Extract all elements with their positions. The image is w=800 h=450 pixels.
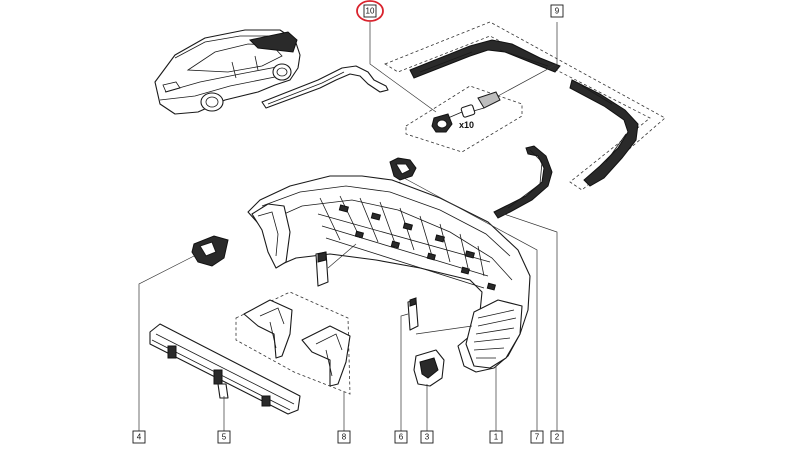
callout-label-10: 10	[366, 7, 375, 16]
bracket-part-7	[389, 157, 417, 189]
quantity-label: x10	[459, 120, 474, 130]
callout-10: 10	[356, 0, 384, 22]
clip-part-6	[407, 297, 419, 331]
bumper-part-1	[247, 175, 531, 373]
support-bracket-group-part-8	[235, 291, 351, 395]
callout-3: 3	[420, 430, 434, 444]
callout-4: 4	[132, 430, 146, 444]
trim-strip-part-10	[261, 65, 389, 109]
callout-7: 7	[530, 430, 544, 444]
callout-label-4: 4	[137, 433, 142, 442]
mount-clip	[315, 251, 329, 287]
highlight-ring	[356, 0, 384, 22]
corner-bracket-part-4	[191, 235, 229, 267]
side-bracket-part-3	[413, 349, 445, 387]
callout-2: 2	[550, 430, 564, 444]
callout-5: 5	[217, 430, 231, 444]
callout-label-5: 5	[222, 433, 227, 442]
callout-1: 1	[489, 430, 503, 444]
callout-label-7: 7	[535, 433, 540, 442]
callout-label-6: 6	[399, 433, 404, 442]
callout-9: 9	[550, 4, 564, 18]
callout-6: 6	[394, 430, 408, 444]
callout-label-8: 8	[342, 433, 347, 442]
side-strip-part-2	[493, 145, 553, 219]
callout-label-3: 3	[425, 433, 430, 442]
callout-label-9: 9	[555, 7, 560, 16]
vehicle-illustration	[154, 29, 301, 115]
callout-8: 8	[337, 430, 351, 444]
leader-lines	[138, 22, 558, 432]
bumper-beam-part-5	[149, 323, 301, 415]
callout-label-1: 1	[494, 433, 499, 442]
molding-group-part-9	[384, 21, 666, 191]
callout-label-2: 2	[555, 433, 560, 442]
fastener-group: x10	[405, 85, 523, 153]
